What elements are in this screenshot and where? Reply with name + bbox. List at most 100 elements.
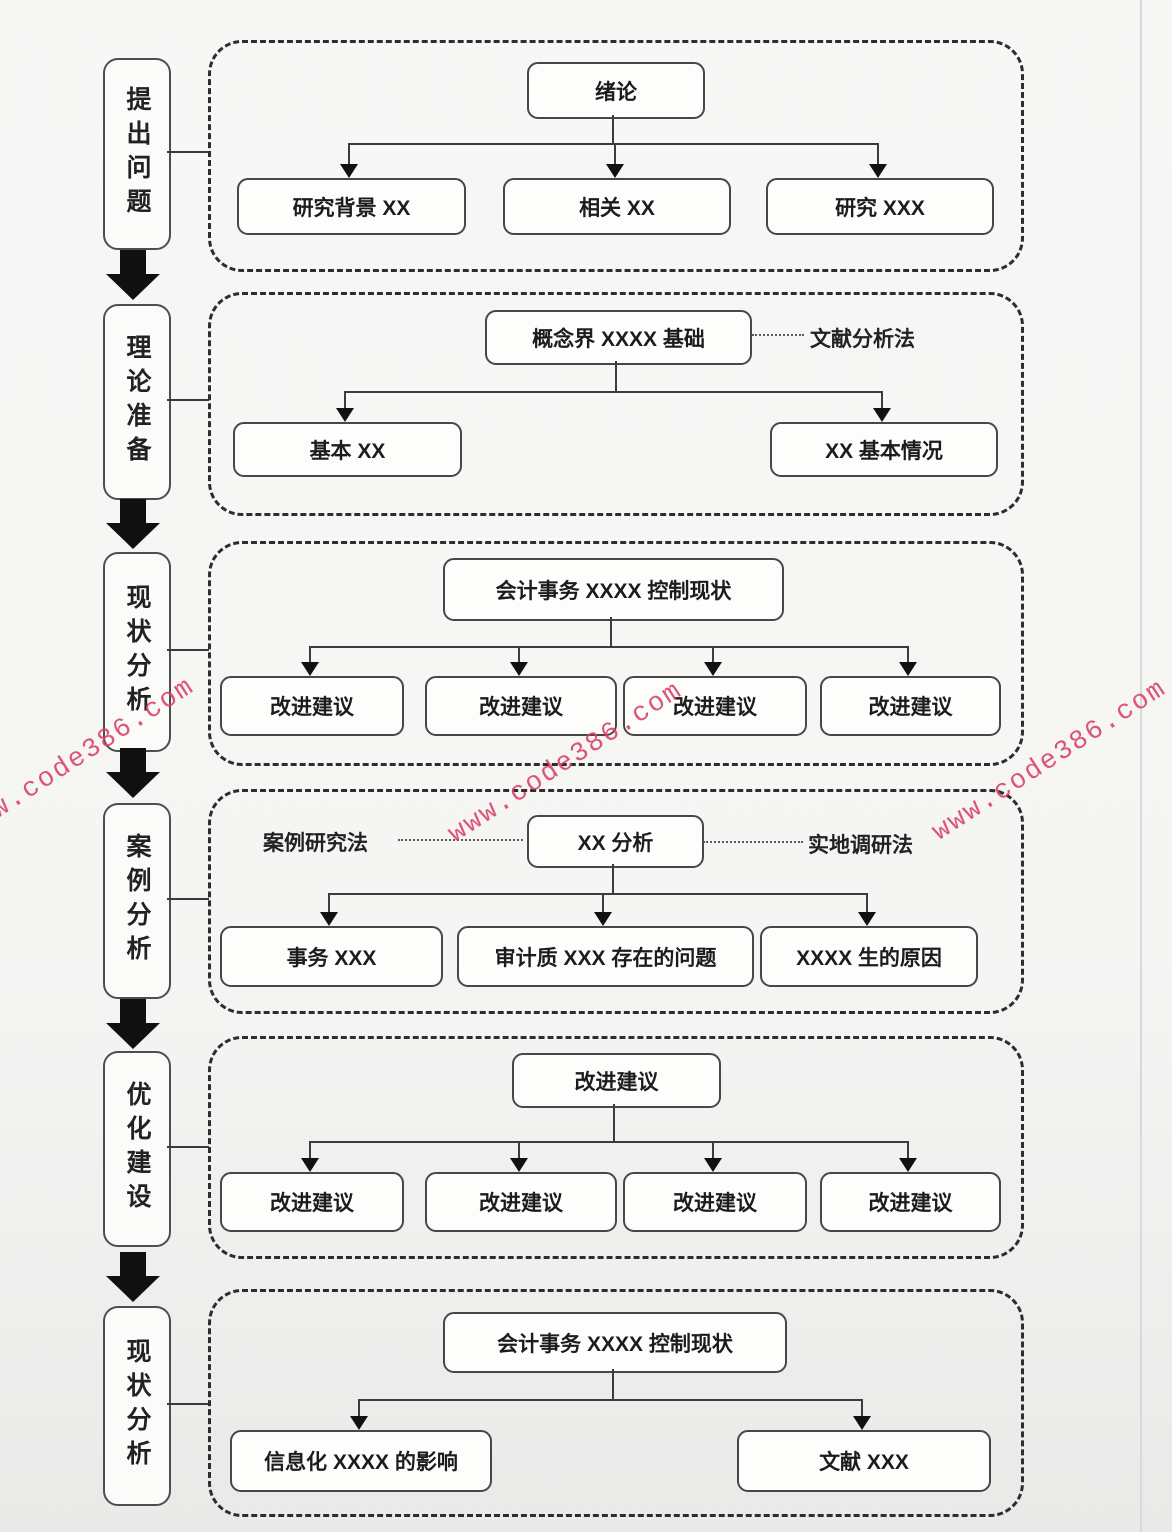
stage-arrow-down-icon-5: [106, 1276, 160, 1302]
section-panel-6: [208, 1289, 1024, 1517]
arrowhead-icon: [873, 408, 891, 422]
tree-connector-line: [358, 1399, 360, 1416]
child-node: 事务 XXX: [220, 926, 443, 987]
arrowhead-icon: [510, 1158, 528, 1172]
arrowhead-icon: [858, 912, 876, 926]
tree-connector-line: [344, 391, 346, 408]
node-label: 改进建议: [574, 1070, 659, 1094]
stage-box-3: 现状分析: [103, 552, 171, 752]
stage-box-6: 现状分析: [103, 1306, 171, 1506]
stage-label-5: 优化建设: [123, 1081, 151, 1217]
stage-box-4: 案例分析: [103, 803, 171, 999]
tree-connector-line: [309, 1141, 909, 1143]
dotted-connector-line: [703, 841, 803, 843]
node-label: 文献 XXX: [819, 1451, 909, 1474]
stage-arrow-stem-5: [120, 1252, 146, 1276]
arrowhead-icon: [320, 912, 338, 926]
tree-connector-line: [712, 1141, 714, 1158]
stage-label-3: 现状分析: [123, 584, 151, 720]
section-panel-4: [208, 789, 1024, 1014]
node-label: 研究背景 XX: [292, 196, 411, 220]
stage-box-5: 优化建设: [103, 1051, 171, 1247]
child-node: 改进建议: [623, 676, 807, 736]
node-label: 改进建议: [479, 1192, 563, 1215]
tree-connector-line: [866, 893, 868, 912]
child-node: 研究 XXX: [766, 178, 994, 235]
arrowhead-icon: [510, 662, 528, 676]
node-label: 会计事务 XXXX 控制现状: [495, 579, 732, 603]
tree-connector-line: [881, 391, 883, 408]
tree-connector-line: [358, 1399, 863, 1401]
tree-connector-line: [518, 1141, 520, 1158]
tree-connector-line: [610, 617, 612, 646]
tree-connector-line: [613, 1104, 615, 1141]
stage-arrow-stem-1: [120, 250, 146, 274]
method-label: 实地调研法: [808, 834, 913, 857]
tree-connector-line: [615, 361, 617, 391]
node-label: 绪论: [595, 80, 637, 104]
section-panel-3: [208, 541, 1024, 766]
tree-connector-line: [907, 646, 909, 662]
tree-connector-line: [328, 893, 330, 912]
child-node: 改进建议: [820, 676, 1001, 736]
node-label: 事务 XXX: [286, 946, 377, 970]
stage-arrow-down-icon-4: [106, 1023, 160, 1049]
node-label: 改进建议: [868, 1192, 953, 1215]
arrowhead-icon: [594, 912, 612, 926]
node-label: 概念界 XXXX 基础: [532, 327, 705, 351]
stage-connector-line-4: [167, 898, 209, 900]
root-node: 改进建议: [512, 1053, 721, 1108]
stage-label-2: 理论准备: [123, 334, 151, 470]
stage-arrow-stem-4: [120, 999, 146, 1023]
arrowhead-icon: [350, 1416, 368, 1430]
dotted-connector-line: [752, 334, 804, 336]
stage-connector-line-2: [167, 399, 209, 401]
child-node: 基本 XX: [233, 422, 462, 477]
stage-label-4: 案例分析: [123, 833, 151, 969]
node-label: 改进建议: [270, 1192, 354, 1215]
node-label: 信息化 XXXX 的影响: [264, 1451, 458, 1474]
arrowhead-icon: [869, 164, 887, 178]
tree-connector-line: [612, 864, 614, 893]
stage-connector-line-1: [167, 151, 209, 153]
child-node: 改进建议: [425, 1172, 617, 1232]
tree-connector-line: [614, 143, 616, 164]
node-label: 相关 XX: [579, 196, 655, 220]
tree-connector-line: [328, 893, 868, 895]
child-node: XXXX 生的原因: [760, 926, 978, 987]
stage-box-1: 提出问题: [103, 58, 171, 250]
child-node: 相关 XX: [503, 178, 731, 235]
stage-label-1: 提出问题: [123, 86, 151, 222]
node-label: XXXX 生的原因: [796, 946, 942, 970]
arrowhead-icon: [301, 662, 319, 676]
node-label: 改进建议: [673, 1192, 757, 1215]
arrowhead-icon: [336, 408, 354, 422]
node-label: XX 基本情况: [825, 439, 943, 463]
child-node: 文献 XXX: [737, 1430, 991, 1492]
arrowhead-icon: [301, 1158, 319, 1172]
tree-connector-line: [348, 143, 350, 164]
tree-connector-line: [612, 1369, 614, 1399]
child-node: 改进建议: [220, 1172, 404, 1232]
stage-arrow-down-icon-3: [106, 772, 160, 798]
arrowhead-icon: [899, 1158, 917, 1172]
root-node: XX 分析: [527, 815, 704, 868]
arrowhead-icon: [704, 1158, 722, 1172]
tree-connector-line: [861, 1399, 863, 1416]
arrowhead-icon: [899, 662, 917, 676]
arrowhead-icon: [606, 164, 624, 178]
method-label: 案例研究法: [263, 832, 368, 855]
tree-connector-line: [602, 893, 604, 912]
root-node: 概念界 XXXX 基础: [485, 310, 752, 365]
dotted-connector-line: [398, 839, 523, 841]
child-node: 改进建议: [623, 1172, 807, 1232]
arrowhead-icon: [853, 1416, 871, 1430]
tree-connector-line: [309, 646, 311, 662]
tree-connector-line: [348, 143, 879, 145]
root-node: 会计事务 XXXX 控制现状: [443, 558, 784, 621]
stage-connector-line-6: [167, 1403, 209, 1405]
tree-connector-line: [309, 1141, 311, 1158]
section-panel-5: [208, 1036, 1024, 1259]
arrowhead-icon: [340, 164, 358, 178]
